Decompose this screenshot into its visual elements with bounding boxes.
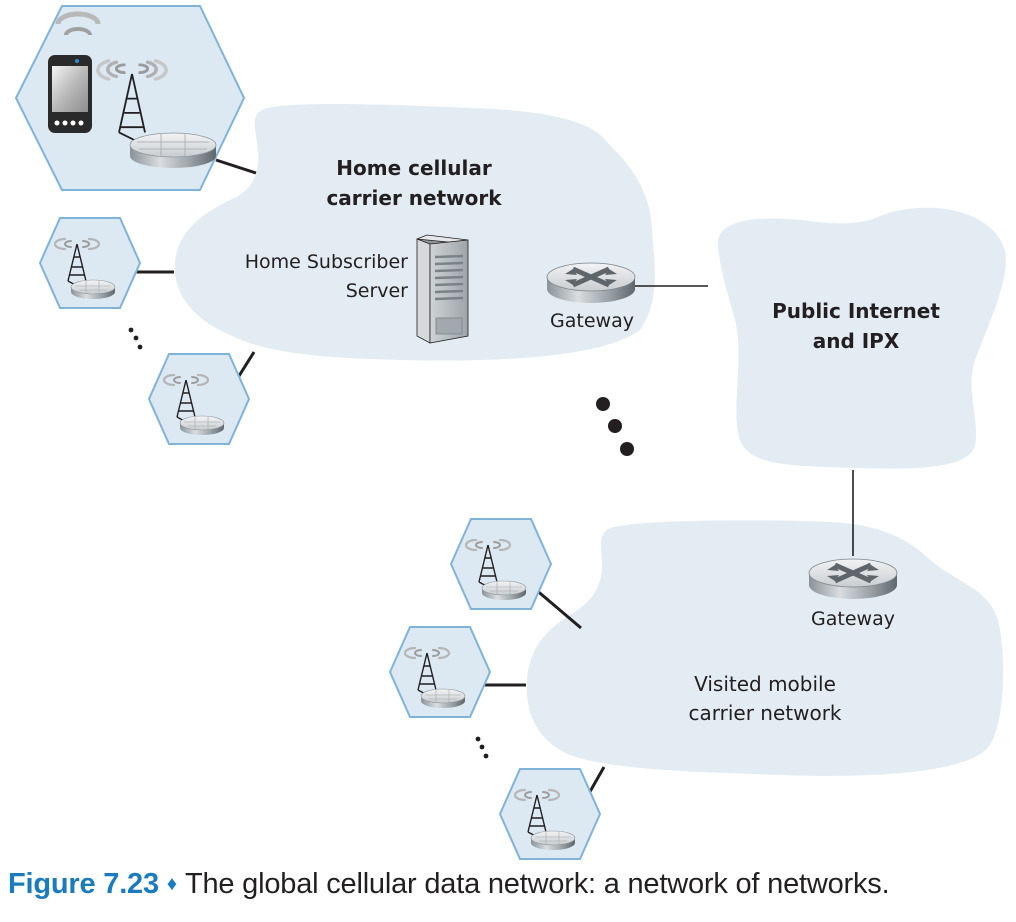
cell-tower-icon: [96, 59, 168, 142]
visited-gateway-label: Gateway: [811, 608, 895, 630]
internet-cloud: [717, 207, 1006, 469]
visited-network-title-line1: Visited mobile: [694, 672, 836, 696]
figure-caption-text: The global cellular data network: a netw…: [184, 868, 890, 900]
server-icon: [416, 234, 469, 344]
cell-hexagon: [498, 768, 602, 860]
base-station-icon: [129, 132, 217, 168]
link-large-cell-to-home: [215, 158, 257, 175]
large-cell-hexagon: [14, 5, 246, 191]
smartphone-icon: [48, 11, 101, 133]
ellipsis-icon: [596, 397, 634, 456]
router-icon: [809, 559, 897, 599]
figure-caption: Figure 7.23 ♦ The global cellular data net…: [8, 868, 890, 901]
internet-title-line1: Public Internet: [772, 299, 940, 323]
internet-title-line2: and IPX: [813, 329, 900, 353]
ellipsis-icon: [128, 327, 143, 350]
hss-label-line1: Home Subscriber: [245, 251, 408, 273]
visited-network-title-line2: carrier network: [688, 701, 841, 725]
cell-hexagon: [147, 353, 251, 445]
caption-separator-icon: ♦: [166, 873, 177, 895]
home-gateway-label: Gateway: [550, 310, 634, 332]
router-icon: [547, 263, 635, 303]
hss-label-line2: Server: [346, 280, 408, 302]
cell-hexagon: [449, 518, 553, 610]
home-network-title-line1: Home cellular: [336, 156, 492, 180]
cell-hexagon: [38, 217, 142, 309]
visited-network-cloud: [526, 520, 1004, 776]
cell-hexagon: [388, 626, 492, 718]
ellipsis-icon: [475, 736, 489, 759]
figure-number: Figure 7.23: [8, 868, 159, 900]
home-network-title-line2: carrier network: [326, 186, 502, 210]
home-network-cloud: [174, 103, 655, 361]
